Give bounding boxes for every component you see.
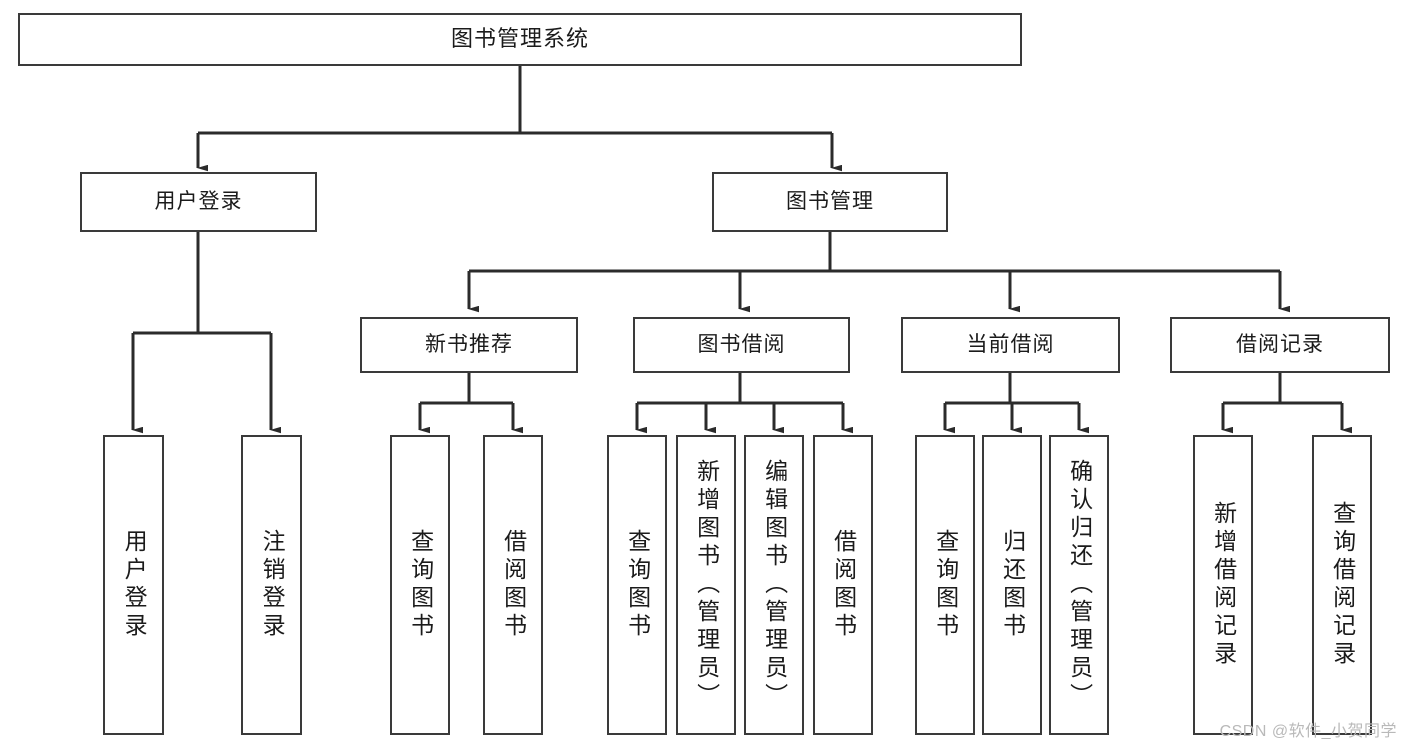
node-user-login[interactable]: 用户登录 bbox=[80, 172, 317, 232]
leaf-confirm-return[interactable]: 确认归还（管理员） bbox=[1049, 435, 1109, 735]
node-book-borrow-label: 图书借阅 bbox=[697, 333, 786, 357]
leaf-return-book[interactable]: 归还图书 bbox=[982, 435, 1042, 735]
node-root[interactable]: 图书管理系统 bbox=[18, 13, 1022, 66]
node-book-borrow[interactable]: 图书借阅 bbox=[633, 317, 850, 373]
leaf-borrow-book-1[interactable]: 借阅图书 bbox=[483, 435, 543, 735]
leaf-borrow-book-2-label: 借阅图书 bbox=[830, 529, 857, 641]
leaf-add-book[interactable]: 新增图书（管理员） bbox=[676, 435, 736, 735]
node-new-book-recommend-label: 新书推荐 bbox=[425, 333, 513, 357]
leaf-query-book-2[interactable]: 查询图书 bbox=[607, 435, 667, 735]
node-borrow-record[interactable]: 借阅记录 bbox=[1170, 317, 1390, 373]
leaf-add-book-label: 新增图书（管理员） bbox=[693, 459, 720, 711]
node-user-login-label: 用户登录 bbox=[154, 190, 243, 214]
node-new-book-recommend[interactable]: 新书推荐 bbox=[360, 317, 578, 373]
node-book-manage-label: 图书管理 bbox=[786, 190, 874, 214]
leaf-edit-book-label: 编辑图书（管理员） bbox=[761, 459, 788, 711]
node-current-borrow[interactable]: 当前借阅 bbox=[901, 317, 1120, 373]
node-book-manage[interactable]: 图书管理 bbox=[712, 172, 948, 232]
leaf-borrow-book-2[interactable]: 借阅图书 bbox=[813, 435, 873, 735]
node-current-borrow-label: 当前借阅 bbox=[966, 333, 1055, 357]
leaf-query-book-3[interactable]: 查询图书 bbox=[915, 435, 975, 735]
leaf-query-book-1-label: 查询图书 bbox=[407, 529, 434, 641]
leaf-user-logout-label: 注销登录 bbox=[259, 529, 286, 641]
leaf-add-borrow-record-label: 新增借阅记录 bbox=[1210, 501, 1237, 669]
leaf-query-book-1[interactable]: 查询图书 bbox=[390, 435, 450, 735]
leaf-add-borrow-record[interactable]: 新增借阅记录 bbox=[1193, 435, 1253, 735]
leaf-borrow-book-1-label: 借阅图书 bbox=[500, 529, 527, 641]
leaf-query-book-2-label: 查询图书 bbox=[624, 529, 651, 641]
leaf-confirm-return-label: 确认归还（管理员） bbox=[1066, 459, 1093, 711]
leaf-user-logout[interactable]: 注销登录 bbox=[241, 435, 302, 735]
leaf-query-book-3-label: 查询图书 bbox=[932, 529, 959, 641]
leaf-user-login[interactable]: 用户登录 bbox=[103, 435, 164, 735]
leaf-edit-book[interactable]: 编辑图书（管理员） bbox=[744, 435, 804, 735]
leaf-return-book-label: 归还图书 bbox=[999, 529, 1026, 641]
leaf-query-borrow-record[interactable]: 查询借阅记录 bbox=[1312, 435, 1372, 735]
node-borrow-record-label: 借阅记录 bbox=[1236, 333, 1324, 357]
node-root-label: 图书管理系统 bbox=[450, 26, 589, 52]
watermark: CSDN @软件_小贺同学 bbox=[1219, 723, 1397, 740]
leaf-query-borrow-record-label: 查询借阅记录 bbox=[1329, 501, 1356, 669]
leaf-user-login-label: 用户登录 bbox=[121, 529, 148, 641]
